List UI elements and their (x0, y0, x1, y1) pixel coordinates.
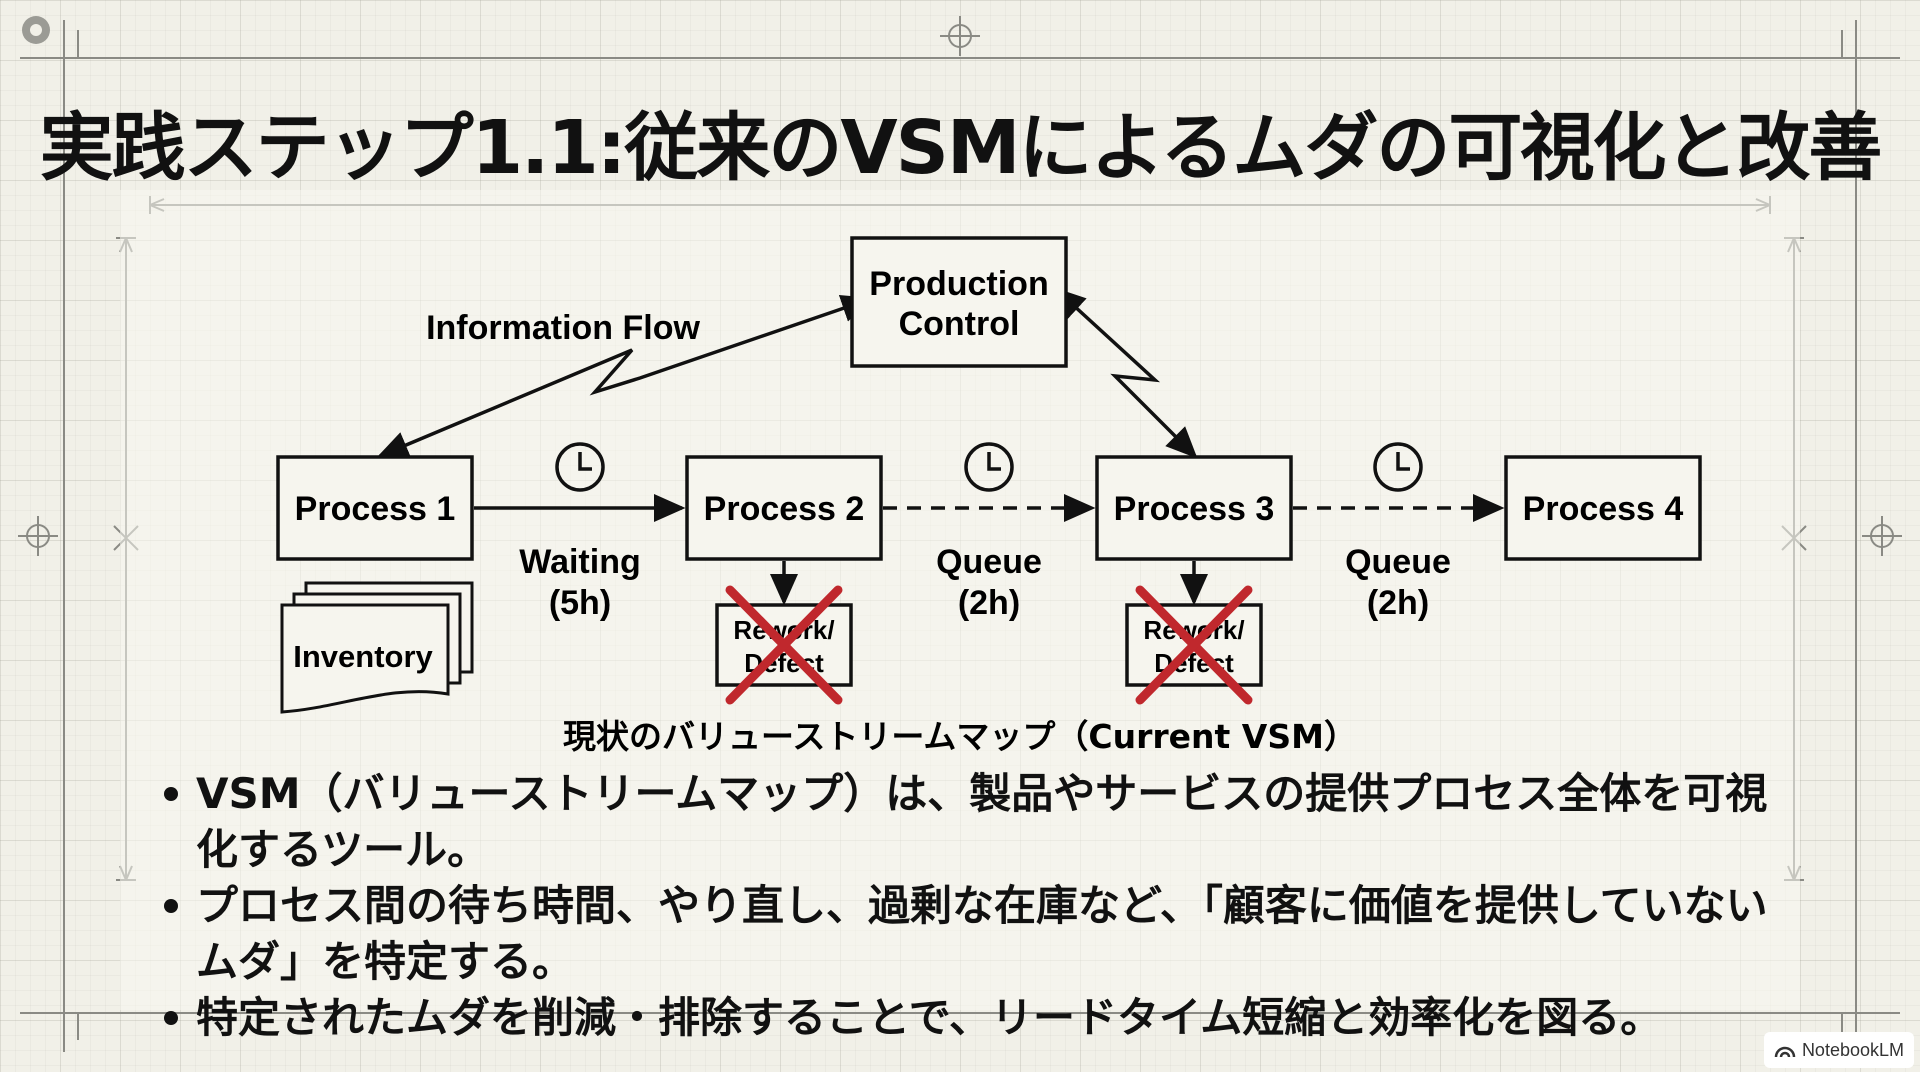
clock-icon (964, 442, 1014, 492)
bullet-item: プロセス間の待ち時間、やり直し、過剰な在庫など、「顧客に価値を提供していないムダ… (158, 878, 1778, 990)
information-flow-label: Information Flow (426, 309, 700, 347)
queue-label: Queue (1345, 543, 1451, 581)
bullet-text: 特定されたムダを削減・排除することで、リードタイム短縮と効率化を図る。 (196, 993, 1663, 1042)
information-flow-line-right (1053, 287, 1198, 459)
queue-time-label: (2h) (958, 584, 1020, 622)
inventory-label: Inventory (293, 639, 433, 674)
bullet-list: VSM（バリューストリームマップ）は、製品やサービスの提供プロセス全体を可視化す… (158, 766, 1778, 1046)
bullet-text: プロセス間の待ち時間、やり直し、過剰な在庫など、「顧客に価値を提供していないムダ… (196, 881, 1768, 986)
queue-label: Queue (936, 543, 1042, 581)
rework-defect-box (1125, 603, 1263, 687)
queue-time-label: (2h) (1367, 584, 1429, 622)
badge-label: NotebookLM (1801, 1039, 1904, 1060)
process-label: Process 2 (704, 490, 865, 528)
waiting-label: Waiting (519, 543, 641, 581)
bullet-dot-icon (164, 1011, 178, 1025)
process-box-2: Process 2 (685, 455, 883, 561)
information-flow-line-left (376, 295, 874, 459)
clock-icon (1373, 442, 1423, 492)
bullet-item: VSM（バリューストリームマップ）は、製品やサービスの提供プロセス全体を可視化す… (158, 766, 1778, 878)
page-title: 実践ステップ1.1:従来のVSMによるムダの可視化と改善 (39, 105, 1883, 191)
production-control-label-line1: Production (869, 265, 1048, 303)
notebooklm-logo-icon (1774, 1046, 1796, 1058)
waiting-time-label: (5h) (549, 584, 611, 622)
clock-icon (555, 442, 605, 492)
notebooklm-badge: NotebookLM (1763, 1032, 1914, 1068)
bullet-dot-icon (164, 787, 178, 801)
corner-gear-icon (22, 16, 50, 44)
process-box-3: Process 3 (1095, 455, 1293, 561)
inventory-stack (280, 581, 474, 714)
production-control-box (850, 236, 1068, 368)
bullet-text: VSM（バリューストリームマップ）は、製品やサービスの提供プロセス全体を可視化す… (196, 769, 1768, 874)
process-label: Process 1 (295, 490, 456, 528)
bullet-dot-icon (164, 899, 178, 913)
process-box-1: Process 1 (276, 455, 474, 561)
production-control-label-line2: Control (899, 305, 1020, 343)
process-box-4: Process 4 (1504, 455, 1702, 561)
waste-cross-icon (725, 585, 843, 705)
process-label: Process 4 (1523, 490, 1684, 528)
process-label: Process 3 (1114, 490, 1275, 528)
diagram-caption: 現状のバリューストリームマップ（Current VSM） (563, 717, 1357, 756)
waste-cross-icon (1135, 585, 1253, 705)
bullet-item: 特定されたムダを削減・排除することで、リードタイム短縮と効率化を図る。 (158, 990, 1778, 1046)
